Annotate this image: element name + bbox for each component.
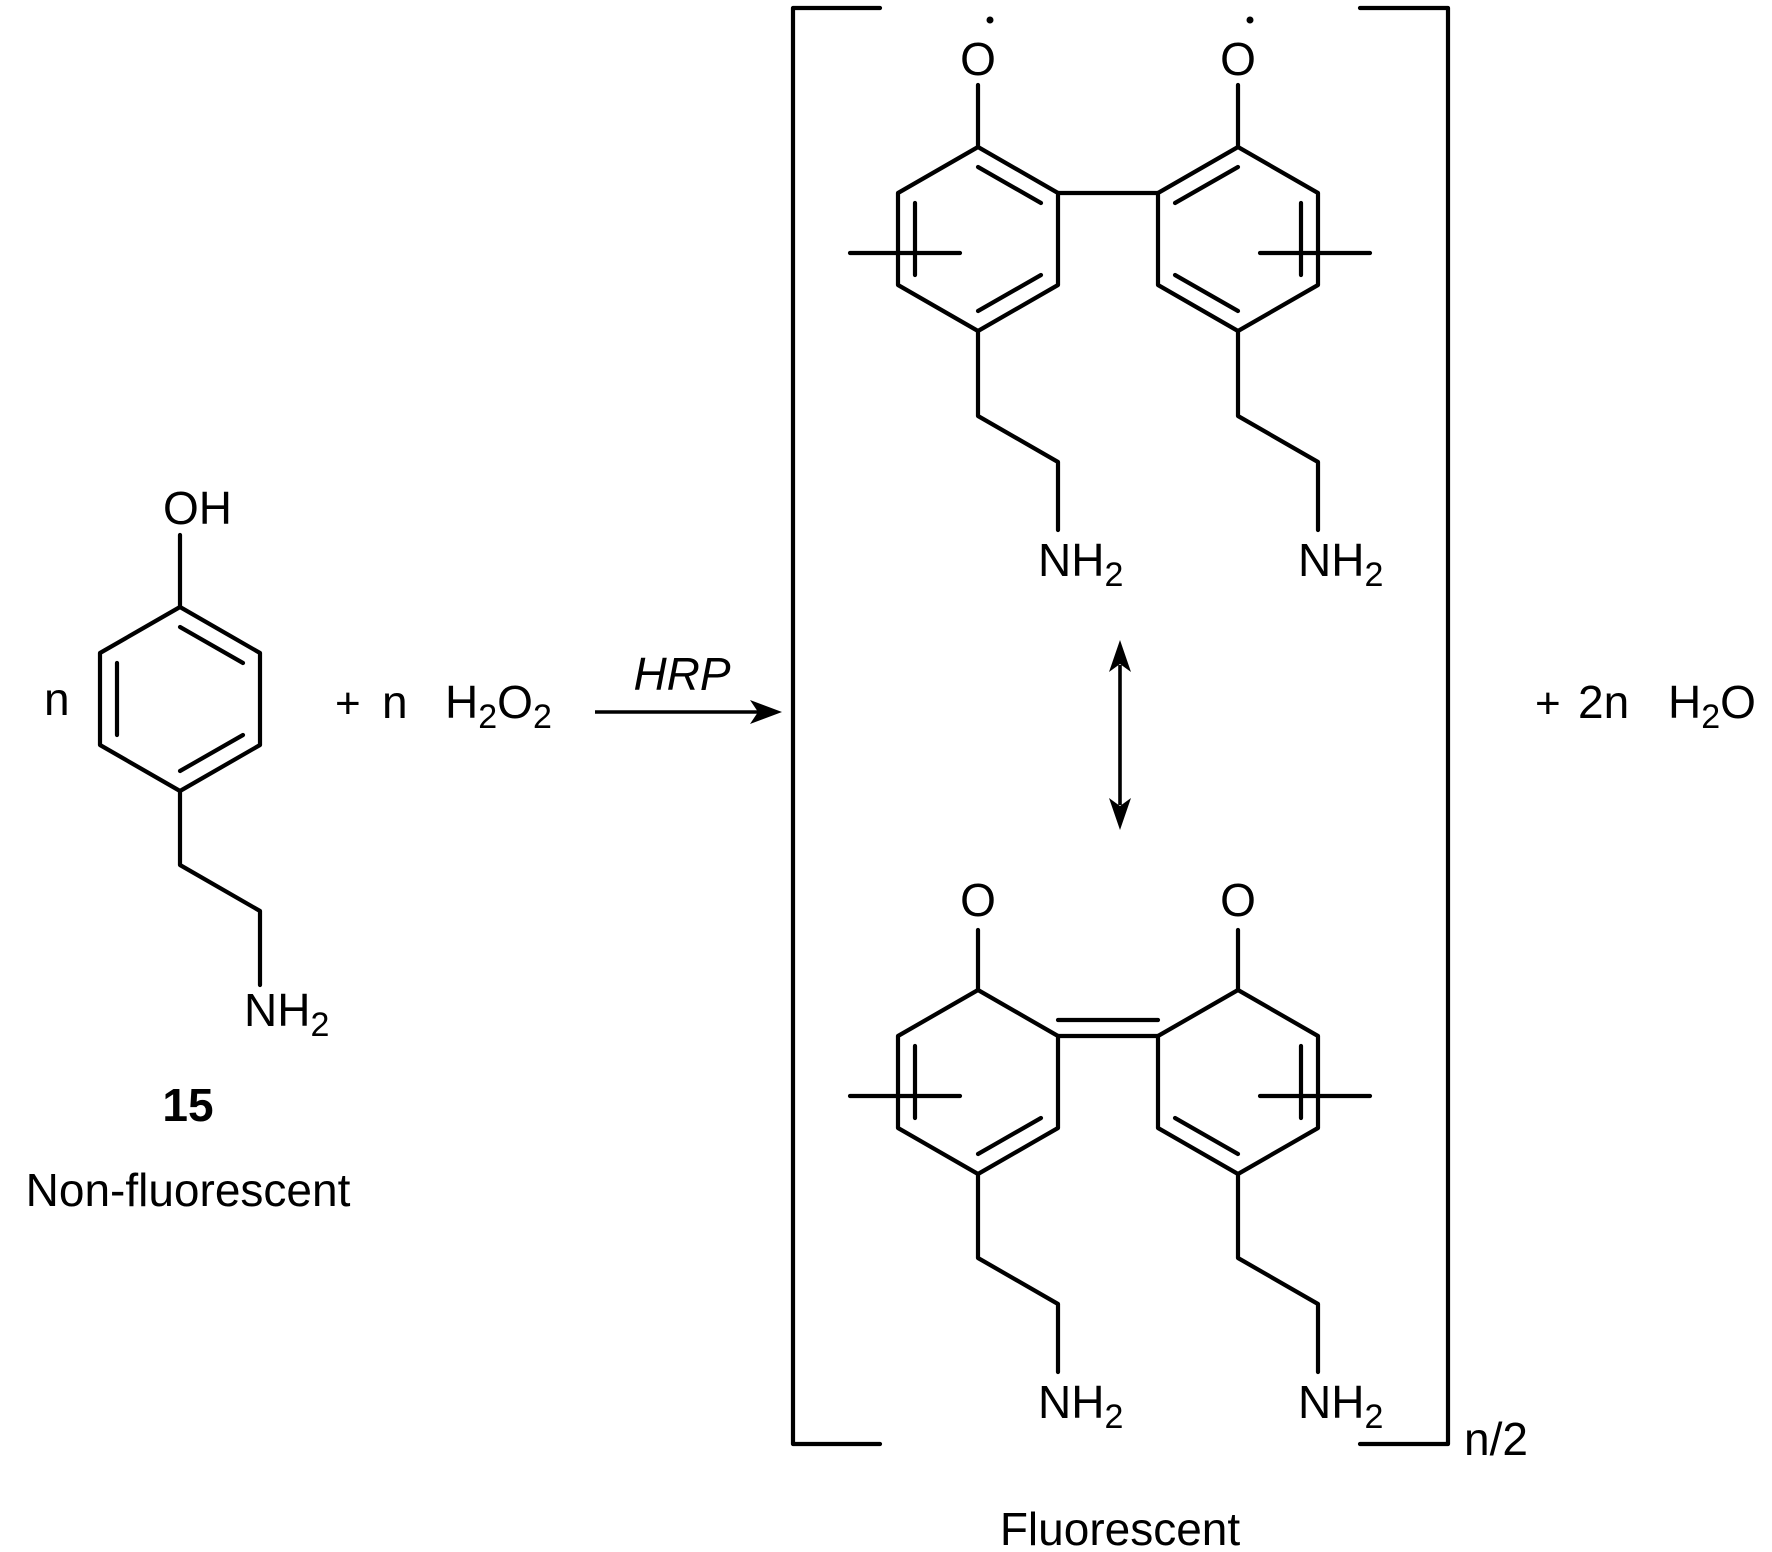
- left-bracket: [790, 5, 883, 1447]
- reagent-coefficient: n: [382, 676, 408, 728]
- water-label: H2O: [1668, 676, 1756, 736]
- quinone-right-ring: [1155, 987, 1321, 1177]
- quinone-left-ring: [895, 987, 1061, 1177]
- catalyst-label: HRP: [633, 648, 730, 700]
- resonance-arrow-head-up: [1109, 640, 1131, 672]
- quinone-right-amine: NH2: [1298, 1376, 1383, 1436]
- tyramine-coefficient: n: [44, 673, 70, 725]
- radical-left-oxygen: O: [960, 33, 996, 85]
- radical-dimer-structure: [847, 16, 1373, 533]
- radical-left-amine: NH2: [1038, 534, 1123, 594]
- radical-right-oxygen: O: [1220, 33, 1256, 85]
- quinone-left-amine: NH2: [1038, 1376, 1123, 1436]
- hydrogen-peroxide-label: H2O2: [445, 676, 552, 736]
- left-radical-dot: [986, 16, 994, 24]
- right-radical-dot: [1246, 16, 1254, 24]
- left-caption: Non-fluorescent: [26, 1164, 351, 1216]
- repeat-unit-label: n/2: [1464, 1413, 1528, 1465]
- resonance-arrow-head-down: [1109, 798, 1131, 830]
- tyramine-structure: [97, 532, 263, 988]
- radical-right-amine: NH2: [1298, 534, 1383, 594]
- reagent-plus: +: [335, 679, 361, 728]
- reaction-arrow-head: [750, 700, 782, 724]
- quinone-left-oxygen: O: [960, 874, 996, 926]
- compound-number: 15: [162, 1079, 213, 1131]
- right-bracket: [1357, 5, 1451, 1447]
- product-caption: Fluorescent: [1000, 1503, 1241, 1552]
- byproduct-coefficient: 2n: [1578, 676, 1629, 728]
- quinone-right-oxygen: O: [1220, 874, 1256, 926]
- tyramine-ethyl-chain: [177, 788, 263, 988]
- tyramine-oh-label: OH: [163, 482, 232, 534]
- radical-right-ring: [1155, 144, 1321, 334]
- tyramine-benzene-ring: [97, 604, 263, 794]
- radical-left-ring: [895, 144, 1061, 334]
- quinone-dimer-structure: [847, 927, 1373, 1375]
- tyramine-amine-label: NH2: [244, 984, 329, 1044]
- byproduct-plus: +: [1535, 679, 1561, 728]
